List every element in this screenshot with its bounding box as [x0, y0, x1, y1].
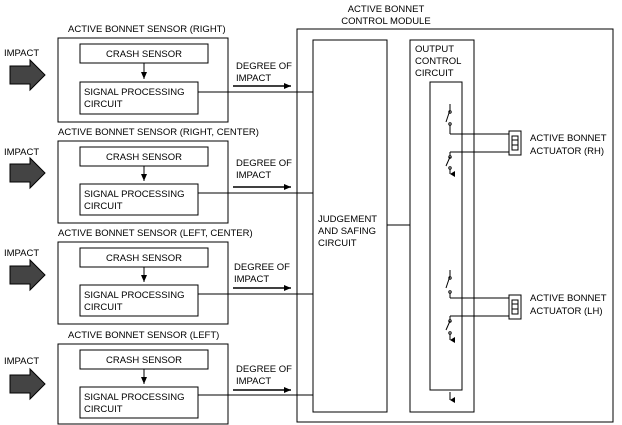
judgement-label-line2: AND SAFING [318, 226, 376, 237]
impact-arrow-icon [9, 58, 46, 92]
signal-processing-box [79, 81, 199, 115]
degree-label-line1: DEGREE OF [236, 364, 292, 375]
sensor-box [57, 241, 229, 325]
impact-label: IMPACT [4, 248, 39, 259]
sensor-box [57, 37, 229, 123]
degree-label-line2: IMPACT [236, 376, 271, 387]
signal-processing-line1: SIGNAL PROCESSING [84, 290, 184, 301]
sensor-right: ACTIVE BONNET SENSOR (RIGHT) CRASH SENSO… [4, 24, 313, 123]
sensor-box [57, 140, 229, 224]
signal-processing-box [79, 284, 199, 317]
crash-sensor-label: CRASH SENSOR [106, 152, 182, 163]
signal-processing-line1: SIGNAL PROCESSING [84, 87, 184, 98]
actuator-rh-icon [508, 130, 522, 156]
crash-sensor-label: CRASH SENSOR [106, 355, 182, 366]
sensor-title: ACTIVE BONNET SENSOR (RIGHT, CENTER) [58, 127, 259, 138]
switch-lh-low [445, 315, 510, 343]
output-label-line2: CONTROL [415, 56, 461, 67]
sensor-left: ACTIVE BONNET SENSOR (LEFT) CRASH SENSOR… [4, 330, 313, 425]
sensor-left-center: ACTIVE BONNET SENSOR (LEFT, CENTER) CRAS… [4, 228, 313, 325]
judgement-circuit-box [312, 39, 388, 413]
actuator-lh-line1: ACTIVE BONNET [530, 293, 607, 304]
sensor-right-center: ACTIVE BONNET SENSOR (RIGHT, CENTER) CRA… [4, 127, 313, 224]
degree-label-line2: IMPACT [234, 274, 269, 285]
impact-arrow-icon [9, 258, 46, 292]
signal-processing-box [79, 386, 199, 419]
switch-lh-high [445, 270, 510, 299]
signal-processing-line1: SIGNAL PROCESSING [84, 392, 184, 403]
module-title-line2: CONTROL MODULE [341, 16, 430, 27]
judgement-label-line3: CIRCUIT [318, 238, 357, 249]
output-switch-panel [429, 81, 463, 391]
actuator-lh-line2: ACTUATOR (LH) [530, 306, 602, 317]
module-title-line1: ACTIVE BONNET [348, 4, 425, 15]
output-label-line3: CIRCUIT [415, 68, 454, 79]
signal-processing-line2: CIRCUIT [84, 99, 123, 110]
signal-processing-line2: CIRCUIT [84, 404, 123, 415]
actuator-rh-line1: ACTIVE BONNET [530, 133, 607, 144]
switch-rh-low [445, 151, 510, 177]
switch-rh-high [445, 104, 510, 135]
output-circuit-box [409, 39, 475, 413]
judgement-label-line1: JUDGEMENT [318, 214, 377, 225]
signal-processing-line1: SIGNAL PROCESSING [84, 189, 184, 200]
sensor-box [57, 343, 229, 425]
signal-processing-line2: CIRCUIT [84, 201, 123, 212]
output-label-line1: OUTPUT [415, 44, 454, 55]
signal-processing-line2: CIRCUIT [84, 302, 123, 313]
impact-label: IMPACT [4, 48, 39, 59]
crash-sensor-label: CRASH SENSOR [106, 49, 182, 60]
sensor-title: ACTIVE BONNET SENSOR (LEFT, CENTER) [58, 228, 253, 239]
crash-sensor-label: CRASH SENSOR [106, 253, 182, 264]
degree-label-line1: DEGREE OF [236, 158, 292, 169]
control-module-box [296, 28, 614, 423]
degree-label-line1: DEGREE OF [236, 61, 292, 72]
actuator-rh-line2: ACTUATOR (RH) [530, 146, 604, 157]
impact-arrow-icon [9, 367, 46, 401]
degree-label-line2: IMPACT [236, 170, 271, 181]
degree-label-line2: IMPACT [236, 73, 271, 84]
impact-arrow-icon [9, 156, 46, 190]
sensor-title: ACTIVE BONNET SENSOR (RIGHT) [68, 24, 226, 35]
impact-label: IMPACT [4, 356, 39, 367]
degree-label-line1: DEGREE OF [234, 262, 290, 273]
impact-label: IMPACT [4, 147, 39, 158]
signal-processing-box [79, 183, 199, 216]
sensor-title: ACTIVE BONNET SENSOR (LEFT) [68, 330, 219, 341]
actuator-lh-icon [508, 294, 522, 320]
